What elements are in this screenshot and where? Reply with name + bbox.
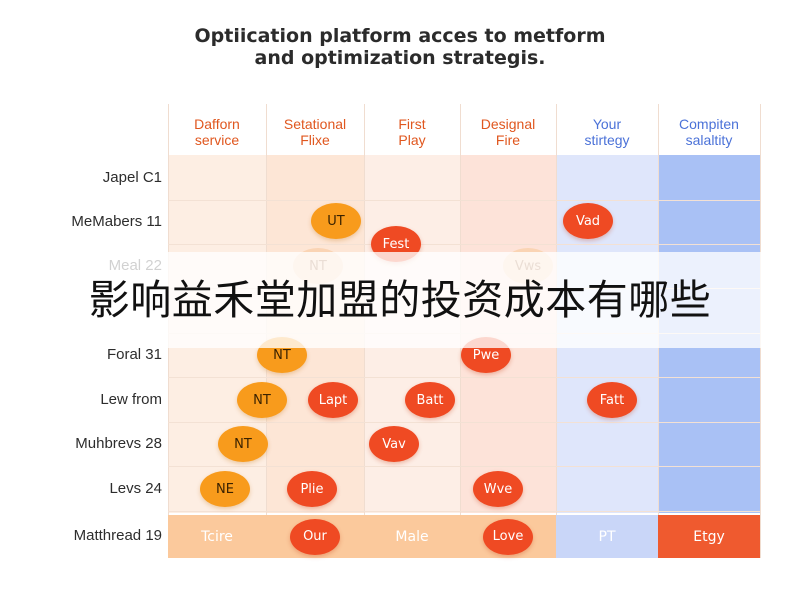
column-header: Dafforn service bbox=[194, 116, 240, 148]
row-label: Foral 31 bbox=[106, 346, 162, 363]
matrix-bubble[interactable]: Lapt bbox=[308, 382, 358, 418]
caption-overlay-text: 影响益禾堂加盟的投资成本有哪些 bbox=[88, 276, 712, 324]
row-divider bbox=[168, 200, 760, 201]
bottom-row-bubble[interactable]: Our bbox=[290, 518, 340, 555]
bottom-row-cell[interactable]: Male bbox=[364, 515, 460, 558]
bottom-row-bubble[interactable]: Love bbox=[483, 518, 533, 555]
bottom-row-cell-text: Etgy bbox=[693, 528, 725, 545]
column-header: Your stirtegy bbox=[584, 116, 630, 148]
matrix-bubble[interactable]: Vad bbox=[563, 203, 613, 239]
column-header: Compiten salaltity bbox=[679, 116, 739, 148]
row-label: Levs 24 bbox=[109, 480, 162, 497]
bottom-row-cell[interactable]: Etgy bbox=[658, 515, 760, 558]
matrix-bubble[interactable]: NT bbox=[237, 382, 287, 418]
matrix-bubble[interactable]: Fatt bbox=[587, 382, 637, 418]
bottom-summary-row: Tcire Our Male Love PT Etgy bbox=[168, 515, 760, 558]
row-divider bbox=[168, 422, 760, 423]
row-divider bbox=[168, 466, 760, 467]
row-label: MeMabers 11 bbox=[71, 213, 162, 230]
bottom-row-cell-text: Male bbox=[395, 528, 429, 545]
diagram-title-line-1: Optiication platform acces to metform bbox=[194, 25, 606, 47]
row-label: Lew from bbox=[100, 391, 162, 408]
matrix-bubble[interactable]: Vav bbox=[369, 426, 419, 462]
row-label: Japel C1 bbox=[102, 169, 162, 186]
matrix-bubble[interactable]: Batt bbox=[405, 382, 455, 418]
matrix-bubble[interactable]: NT bbox=[218, 426, 268, 462]
row-divider bbox=[168, 244, 760, 245]
row-divider bbox=[168, 511, 760, 512]
bottom-row-cell[interactable]: PT bbox=[556, 515, 658, 558]
matrix-bubble[interactable]: UT bbox=[311, 203, 361, 239]
column-header: Designal Fire bbox=[480, 116, 536, 148]
bottom-row-cell[interactable]: Love bbox=[460, 515, 556, 558]
column-header: Setational Flixe bbox=[283, 116, 347, 148]
bottom-row-cell-text: PT bbox=[598, 528, 616, 545]
row-divider bbox=[168, 377, 760, 378]
bottom-row-cell[interactable]: Our bbox=[266, 515, 364, 558]
matrix-bubble[interactable]: Wve bbox=[473, 471, 523, 507]
bottom-row-cell[interactable]: Tcire bbox=[168, 515, 266, 558]
matrix-bubble[interactable]: Plie bbox=[287, 471, 337, 507]
matrix-bubble[interactable]: NE bbox=[200, 471, 250, 507]
caption-overlay-band bbox=[0, 252, 800, 348]
column-header: First Play bbox=[398, 116, 426, 148]
diagram-title-line-2: and optimization strategis. bbox=[254, 47, 546, 69]
bottom-row-cell-text: Tcire bbox=[201, 528, 233, 545]
bottom-row-label: Matthread 19 bbox=[73, 527, 162, 544]
row-label: Muhbrevs 28 bbox=[75, 435, 162, 452]
